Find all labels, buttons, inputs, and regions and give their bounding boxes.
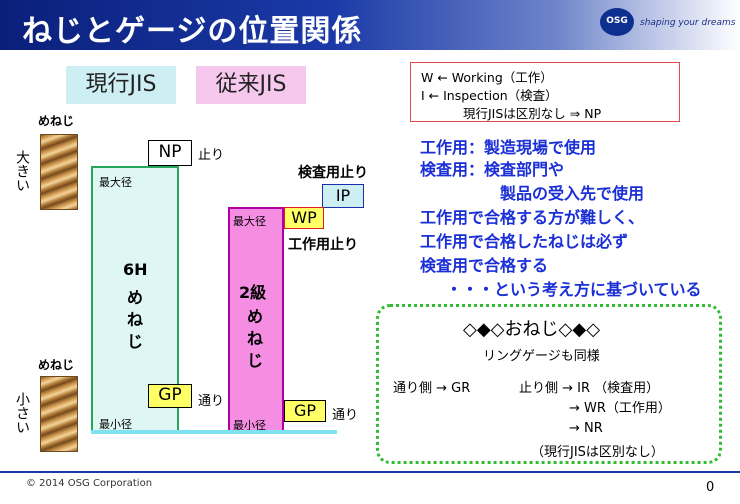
page-title: ねじとゲージの位置関係 [22,14,363,49]
thread-image-top [40,134,78,210]
gp-gauge-6h: GP [148,384,192,408]
page-number: 0 [706,480,715,495]
explain-line-1: 工作用：製造現場で使用 [420,138,597,157]
note-go-side: 通り側 → GR [393,381,471,396]
note-stop-side: 止り側 → IR （検査用） [519,381,660,396]
logo-text: OSG [606,16,628,26]
nut-label-bottom: めねじ [38,358,75,372]
wp-note: 工作用止り [288,237,358,253]
legend-line-working: W ← Working（工作） [421,70,553,85]
tolerance-box-class2: 最大径 最小径 2級 め ね じ [228,207,284,434]
note-title: ◇◆◇おねじ◇◆◇ [463,319,601,340]
6h-label-3: ね [127,310,144,329]
class2-label-3: ね [247,329,264,348]
label-small: 小さい [14,392,30,434]
ip-note: 検査用止り [298,165,368,181]
tag-old-jis: 従来JIS [196,66,306,104]
gp-note-class2: 通り [332,408,359,423]
6h-max-label: 最大径 [99,176,132,189]
explain-line-3: 製品の受入先で使用 [500,184,645,203]
tolerance-box-6h: 最大径 最小径 6H め ね じ [91,166,179,434]
6h-label-1: 6H [123,260,148,279]
6h-label-4: じ [127,332,144,351]
gp-note-6h: 通り [198,394,225,409]
tagline: shaping your dreams [640,18,736,28]
wp-gauge: WP [284,207,324,229]
6h-min-label: 最小径 [99,418,132,431]
gp-gauge-class2: GP [284,400,326,422]
6h-label-2: め [127,288,144,307]
legend-box: W ← Working（工作） I ← Inspection（検査） 現行JIS… [410,62,680,122]
np-gauge: NP [148,140,192,166]
note-sub: リングゲージも同様 [483,349,600,364]
class2-label-4: じ [247,351,264,370]
legend-line-inspection: I ← Inspection（検査） [421,88,558,103]
label-large: 大きい [14,150,30,192]
osg-logo: OSG [600,8,634,36]
legend-line-np: 現行JISは区別なし ⇒ NP [463,106,602,121]
explain-line-2: 検査用：検査部門や [420,160,565,179]
explain-line-6: 検査用で合格する [420,256,549,275]
class2-label-2: め [247,307,264,326]
footer-divider [0,471,740,473]
class2-min-label: 最小径 [233,419,266,432]
nut-label-top: めねじ [38,114,75,128]
class2-label-1: 2級 [239,283,267,302]
title-bar: ねじとゲージの位置関係 OSG shaping your dreams [0,0,740,50]
baseline-bar [91,430,337,434]
note-nr-remark: （現行JISは区別なし） [531,445,664,460]
note-nr: → NR [569,421,603,436]
note-wr: → WR（工作用） [569,401,671,416]
male-thread-note-box: ◇◆◇おねじ◇◆◇ リングゲージも同様 通り側 → GR 止り側 → IR （検… [376,304,722,464]
np-note: 止り [198,148,225,163]
explain-line-7: ・・・という考え方に基づいている [446,280,702,299]
tag-current-jis: 現行JIS [66,66,176,104]
thread-image-bottom [40,376,78,452]
ip-gauge: IP [322,184,364,208]
explain-line-5: 工作用で合格したねじは必ず [420,232,629,251]
class2-max-label: 最大径 [233,215,266,228]
copyright: © 2014 OSG Corporation [26,478,153,489]
explain-line-4: 工作用で合格する方が難しく、 [420,208,645,227]
